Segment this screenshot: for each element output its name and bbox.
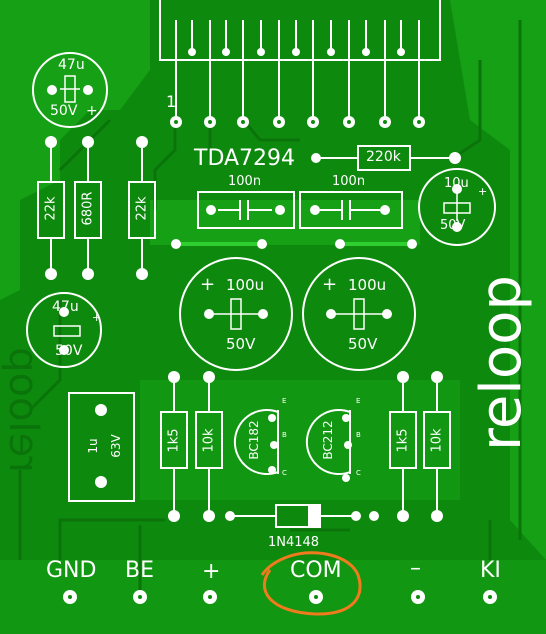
c-top-left-value: 47u bbox=[58, 57, 85, 73]
c-big-right-value: 100u bbox=[348, 276, 387, 294]
c-big-left-polarity: + bbox=[200, 274, 216, 295]
resistors-bottom-left bbox=[160, 378, 223, 515]
c-big-right-voltage: 50V bbox=[348, 335, 378, 353]
transistor-right bbox=[305, 409, 352, 482]
t-left-pin-b: B bbox=[282, 431, 287, 439]
com-highlight-circle bbox=[260, 551, 362, 616]
capacitor-c-top-right bbox=[418, 168, 496, 246]
jumper-pads bbox=[171, 239, 417, 249]
r-left-1-label: 22k bbox=[43, 196, 59, 221]
resistor-pads-bottom bbox=[168, 371, 443, 522]
capacitor-box bbox=[68, 392, 135, 502]
c-box-voltage: 63V bbox=[109, 434, 123, 458]
t-right-label: BC212 bbox=[321, 420, 335, 460]
c-top-right-polarity: + bbox=[478, 185, 488, 198]
c-film-right-label: 100n bbox=[332, 174, 366, 189]
c-big-right-polarity: + bbox=[322, 274, 338, 295]
c-mid-left-value: 47u bbox=[52, 299, 79, 315]
t-right-pin-c: C bbox=[356, 469, 361, 477]
capacitor-big-left bbox=[179, 257, 293, 371]
diode-1n4148 bbox=[225, 504, 379, 528]
resistors-left bbox=[37, 145, 156, 272]
c-mid-left-polarity: + bbox=[92, 311, 102, 324]
transistor-left bbox=[233, 409, 279, 475]
resistors-bottom-right bbox=[389, 378, 451, 515]
terminal-label-plus: + bbox=[202, 559, 221, 584]
r-bl-2-label: 10k bbox=[201, 428, 217, 453]
capacitor-c-mid-left bbox=[26, 292, 102, 368]
r-br-2-label: 10k bbox=[429, 428, 445, 453]
c-box-value: 1u bbox=[86, 438, 100, 454]
terminal-label-be: BE bbox=[125, 558, 154, 583]
capacitor-big-right bbox=[302, 257, 416, 371]
r-top-label: 220k bbox=[366, 149, 401, 165]
terminal-label-minus: – bbox=[410, 556, 421, 581]
capacitor-c-top-left bbox=[32, 52, 108, 128]
c-top-left-polarity: + bbox=[86, 103, 98, 119]
film-cap-pads bbox=[206, 205, 390, 215]
resistor-pads-left bbox=[45, 136, 148, 280]
terminal-pads bbox=[63, 590, 497, 604]
r-bl-1-label: 1k5 bbox=[166, 428, 182, 453]
c-film-left-label: 100n bbox=[228, 174, 262, 189]
t-left-pin-c: C bbox=[282, 469, 287, 477]
header-pads bbox=[170, 116, 425, 128]
t-left-label: BC182 bbox=[247, 420, 261, 460]
connector-header bbox=[159, 0, 441, 122]
resistor-r-top bbox=[311, 145, 461, 171]
terminal-label-com: COM bbox=[290, 558, 342, 583]
t-left-pin-e: E bbox=[282, 397, 287, 405]
r-left-3-label: 22k bbox=[134, 196, 150, 221]
c-mid-left-voltage: 50V bbox=[55, 343, 83, 359]
capacitor-film-left bbox=[197, 191, 295, 229]
brand-logo: reloop bbox=[469, 275, 534, 451]
c-top-right-value: 10u bbox=[444, 176, 469, 191]
r-br-1-label: 1k5 bbox=[395, 428, 411, 453]
c-top-left-voltage: 50V bbox=[50, 103, 78, 119]
c-big-left-voltage: 50V bbox=[226, 335, 256, 353]
c-top-right-voltage: 50V bbox=[440, 218, 466, 233]
ic-label: TDA7294 bbox=[194, 146, 296, 171]
c-big-left-value: 100u bbox=[226, 276, 265, 294]
t-right-pin-e: E bbox=[356, 397, 361, 405]
t-right-pin-b: B bbox=[356, 431, 361, 439]
ic-pin1-label: 1 bbox=[166, 92, 177, 111]
terminal-label-gnd: GND bbox=[46, 558, 97, 583]
capacitor-film-right bbox=[299, 191, 403, 229]
brand-logo-mirrored: reloop bbox=[0, 347, 46, 473]
diode-label: 1N4148 bbox=[268, 535, 320, 550]
r-left-2-label: 680R bbox=[80, 191, 96, 226]
terminal-label-ki: KI bbox=[480, 558, 501, 583]
